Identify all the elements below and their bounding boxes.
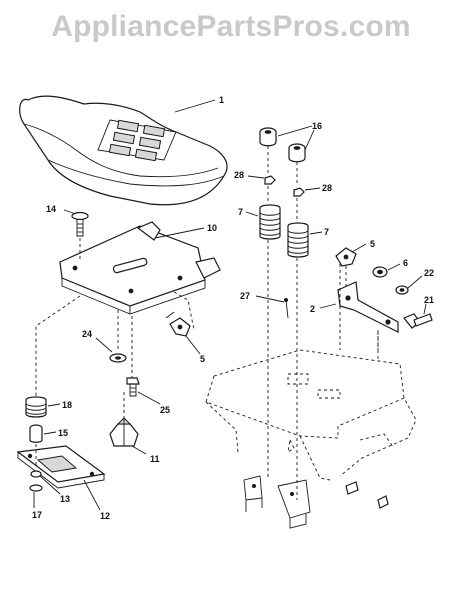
leader-line: [63, 209, 77, 215]
leader-line: [174, 99, 216, 113]
leader-line: [309, 231, 323, 235]
leader-line: [351, 243, 367, 253]
callout-5-upper: 5: [370, 239, 375, 249]
hex-bolt-part: [126, 377, 140, 397]
callout-12: 12: [100, 511, 110, 521]
callout-2: 2: [310, 304, 315, 314]
leader-line: [304, 129, 315, 151]
leader-line: [387, 263, 401, 271]
leader-line: [39, 475, 61, 495]
callout-6-upper: 6: [403, 258, 408, 268]
leader-line: [423, 303, 427, 315]
callout-27: 27: [240, 291, 250, 301]
leader-line: [277, 125, 313, 137]
callout-16: 16: [312, 121, 322, 131]
callout-28-right: 28: [322, 183, 332, 193]
leader-line: [407, 275, 423, 289]
leader-line: [255, 295, 285, 303]
leader-line: [319, 303, 337, 309]
shoulder-bolt-part: [403, 313, 433, 329]
suspension-spring-part: [259, 204, 309, 258]
callout-14: 14: [46, 204, 56, 214]
seat-part: [19, 95, 228, 206]
leader-line: [154, 227, 205, 239]
callout-7-right: 7: [324, 227, 329, 237]
alignment-line: [35, 295, 81, 400]
frame-housing: [205, 349, 417, 481]
slide-plate-part: [16, 445, 106, 489]
mounting-bracket-part: [337, 281, 399, 333]
locknut-part: [372, 266, 388, 278]
callout-1: 1: [219, 95, 224, 105]
hex-nut-part: [264, 175, 305, 197]
callout-10: 10: [207, 223, 217, 233]
clip-part: [335, 247, 357, 267]
washer-22-part: [395, 285, 409, 295]
callout-5-lower: 5: [200, 354, 205, 364]
callout-11: 11: [150, 454, 160, 464]
leader-line: [185, 335, 201, 355]
bracket-part: [165, 311, 191, 337]
leader-line: [304, 187, 321, 191]
adjustment-knob-part: [109, 417, 139, 447]
bushing-part: [29, 424, 43, 443]
frame-lower-part: [243, 475, 389, 529]
leader-line: [95, 337, 113, 353]
seat-pan-part: [59, 221, 221, 315]
seat-spring-part: [25, 396, 47, 418]
callout-18: 18: [62, 400, 72, 410]
nut-part: [29, 470, 43, 492]
leader-line: [43, 431, 57, 435]
carriage-bolt-part: [71, 211, 89, 237]
leader-line: [83, 479, 101, 511]
callout-7-left: 7: [238, 207, 243, 217]
leader-line: [47, 403, 61, 407]
callout-17: 17: [32, 510, 42, 520]
washer-part: [109, 353, 127, 363]
callout-21: 21: [424, 295, 434, 305]
pin-part: [283, 297, 289, 319]
watermark: AppliancePartsPros.com: [51, 10, 411, 43]
callout-22: 22: [424, 268, 434, 278]
callout-15: 15: [58, 428, 68, 438]
leader-line: [137, 391, 161, 405]
callout-24: 24: [82, 329, 92, 339]
leader-line: [245, 211, 259, 217]
rubber-bushing-part: [259, 127, 306, 163]
leader-line: [247, 175, 265, 179]
callout-25: 25: [160, 405, 170, 415]
callout-13: 13: [60, 494, 70, 504]
callout-28-left: 28: [234, 170, 244, 180]
alignment-line: [173, 291, 195, 331]
leader-line: [131, 445, 147, 455]
